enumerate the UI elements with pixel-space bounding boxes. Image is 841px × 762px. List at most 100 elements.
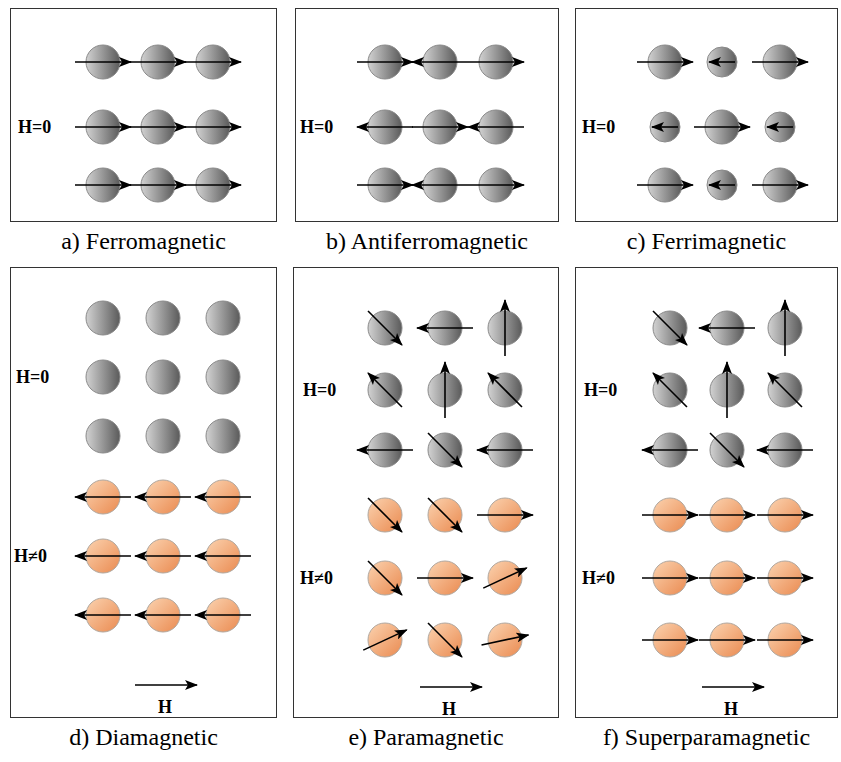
moment-arrow	[504, 300, 506, 356]
atom-sphere	[86, 360, 120, 394]
moment-arrow	[412, 61, 468, 63]
moment-arrow	[135, 614, 191, 616]
moment-arrow	[185, 126, 241, 128]
panel-caption: c) Ferrimagnetic	[627, 227, 786, 255]
moment-arrow	[135, 496, 191, 498]
moment-arrow	[75, 555, 131, 557]
atom-spheres	[86, 45, 802, 657]
panel-caption: f) Superparamagnetic	[603, 723, 810, 751]
moment-arrow	[488, 373, 522, 407]
moment-arrow	[637, 61, 693, 63]
moment-arrow	[768, 373, 802, 407]
spin-arrows	[75, 62, 813, 687]
atom-sphere	[368, 498, 402, 532]
moment-arrow	[699, 514, 755, 516]
moment-arrow	[135, 555, 191, 557]
moment-arrow	[75, 126, 131, 128]
atom-sphere	[86, 419, 120, 453]
atom-sphere	[765, 112, 795, 142]
atom-sphere	[768, 373, 802, 407]
atom-sphere	[653, 373, 687, 407]
moment-arrow	[417, 327, 473, 329]
atom-sphere	[707, 170, 737, 200]
panel-caption: b) Antiferromagnetic	[326, 227, 528, 255]
moment-arrow	[699, 577, 755, 579]
moment-arrow	[130, 61, 186, 63]
moment-arrow	[130, 126, 186, 128]
moment-arrow	[699, 639, 755, 641]
field-label: H	[158, 696, 172, 718]
moment-arrow	[468, 126, 524, 128]
atom-sphere	[206, 419, 240, 453]
moment-arrow	[412, 184, 468, 186]
atom-sphere	[206, 360, 240, 394]
moment-arrow	[710, 433, 744, 467]
moment-arrow	[653, 373, 687, 407]
atom-sphere	[146, 419, 180, 453]
moment-arrow	[368, 561, 402, 595]
field-label: H	[724, 698, 738, 720]
moment-arrow	[752, 184, 808, 186]
moment-arrow	[637, 184, 693, 186]
panel-caption: e) Paramagnetic	[348, 723, 503, 751]
moment-arrow	[468, 184, 524, 186]
atom-sphere	[428, 498, 462, 532]
field-label: H=0	[584, 379, 617, 401]
atom-sphere	[206, 301, 240, 335]
panel-box: H=0H≠0Hd) Diamagnetic	[10, 267, 277, 718]
atom-sphere	[146, 360, 180, 394]
moment-arrow	[757, 449, 813, 451]
moment-arrow	[444, 362, 446, 418]
moment-arrow	[699, 327, 755, 329]
moment-arrow	[75, 184, 131, 186]
moment-arrow	[483, 568, 527, 588]
atom-sphere	[368, 373, 402, 407]
moment-arrow	[75, 496, 131, 498]
moment-arrow	[757, 514, 813, 516]
panel-box: H=0b) Antiferromagnetic	[295, 8, 559, 222]
panel-box: H=0H≠0He) Paramagnetic	[293, 267, 559, 718]
moment-arrow	[757, 577, 813, 579]
field-label: H=0	[582, 116, 615, 138]
moment-arrow	[417, 577, 473, 579]
moment-arrow	[368, 373, 402, 407]
moment-arrow	[420, 686, 482, 688]
field-label: H=0	[18, 116, 51, 138]
atom-sphere	[707, 47, 737, 77]
moment-arrow	[130, 184, 186, 186]
moment-arrow	[767, 126, 793, 128]
moment-arrow	[642, 577, 698, 579]
moment-arrow	[757, 639, 813, 641]
atom-sphere	[86, 301, 120, 335]
panel-caption: a) Ferromagnetic	[61, 227, 226, 255]
moment-arrow	[752, 61, 808, 63]
atom-sphere	[653, 311, 687, 345]
field-label: H=0	[300, 116, 333, 138]
moment-arrow	[653, 311, 687, 345]
moment-arrow	[482, 635, 529, 645]
panel-box: H=0H≠0Hf) Superparamagnetic	[575, 267, 838, 718]
moment-arrow	[702, 686, 764, 688]
moment-arrow	[428, 433, 462, 467]
field-label: H=0	[303, 379, 336, 401]
moment-arrow	[195, 614, 251, 616]
moment-arrow	[709, 61, 735, 63]
moment-arrow	[357, 184, 413, 186]
moment-arrow	[642, 514, 698, 516]
atom-sphere	[650, 112, 680, 142]
moment-arrow	[75, 61, 131, 63]
moment-arrow	[468, 61, 524, 63]
panel-caption: d) Diamagnetic	[69, 723, 218, 751]
moment-arrow	[428, 623, 462, 657]
moment-arrow	[642, 449, 698, 451]
moment-arrow	[135, 684, 197, 686]
moment-arrow	[412, 126, 468, 128]
moment-arrow	[357, 61, 413, 63]
moment-arrow	[195, 496, 251, 498]
moment-arrow	[477, 449, 533, 451]
atom-sphere	[428, 433, 462, 467]
field-label: H≠0	[300, 567, 333, 589]
atom-sphere	[428, 623, 462, 657]
moment-arrow	[185, 61, 241, 63]
